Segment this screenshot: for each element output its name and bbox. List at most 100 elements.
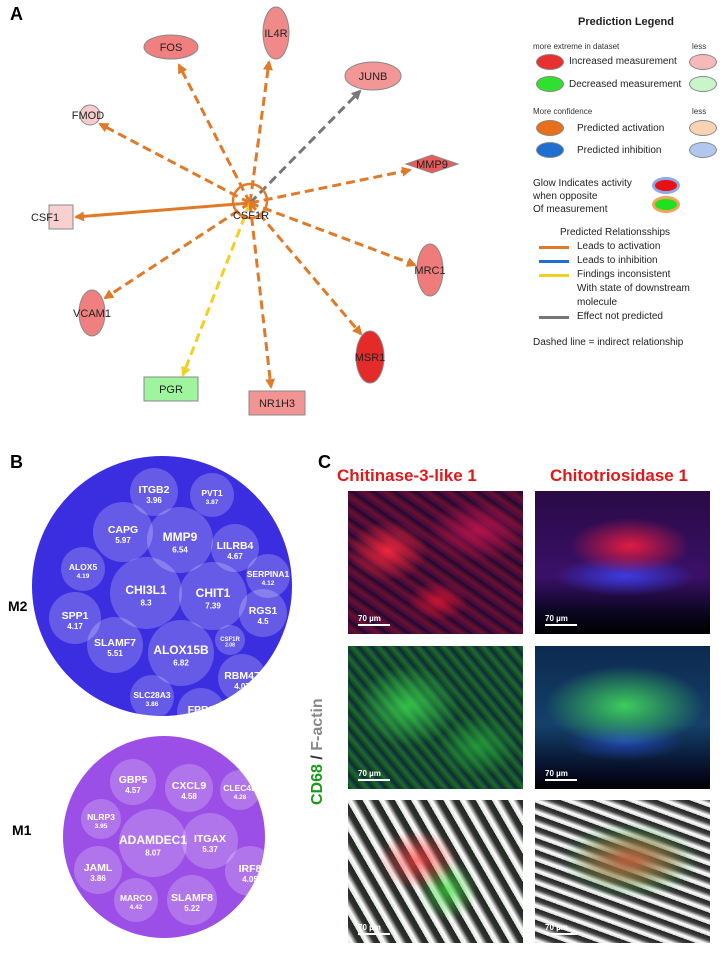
scale-1: 70 µm — [358, 614, 381, 623]
bubble-name-irf8: IRF8 — [239, 863, 262, 875]
edge-il4r — [248, 60, 273, 204]
bubble-name-clec4e: CLEC4E — [223, 783, 257, 793]
legend-glow-1: Glow Indicates activity — [533, 178, 632, 189]
image-chi3l1-cd68: 70 µm — [348, 646, 523, 789]
scale-4: 70 µm — [545, 769, 568, 778]
activation-line — [539, 246, 569, 249]
edge-mmp9 — [249, 166, 412, 205]
bubble-value-rbm47: 4.07 — [234, 682, 250, 691]
node-label-il4r: IL4R — [264, 28, 287, 40]
bubble-itgax — [182, 813, 238, 869]
node-label-junb: JUNB — [359, 71, 388, 83]
bubble-value-csf1r: 2.08 — [225, 643, 235, 649]
legend-effect-not-predicted: Effect not predicted — [577, 311, 663, 322]
bubble-value-cxcl9: 4.58 — [181, 792, 197, 801]
glow-green-swatch — [652, 196, 680, 213]
bubble-gbp5 — [110, 759, 156, 805]
node-label-fmod: FMOD — [72, 110, 104, 122]
bubble-value-slamf7: 5.51 — [107, 649, 123, 658]
node-pgr — [143, 376, 199, 402]
col-title-chitotriosidase: Chitotriosidase 1 — [550, 466, 688, 485]
bubble-name-itgax: ITGAX — [194, 833, 226, 845]
edge-fmod — [98, 122, 251, 205]
bubble-name-chit1: CHIT1 — [196, 586, 231, 600]
image-chi3l1-red: 70 µm — [348, 491, 523, 634]
increased-less-swatch — [689, 54, 717, 70]
col-title-chitinase: Chitinase-3-like 1 — [337, 466, 477, 485]
bubble-value-alox5: 4.19 — [77, 573, 90, 580]
bubble-value-lilrb4: 4.67 — [227, 552, 243, 561]
node-mmp9 — [404, 154, 460, 174]
bubble-irf8 — [225, 846, 275, 896]
bubble-itgb2 — [130, 468, 178, 516]
m1-circle — [63, 736, 265, 938]
bubble-capg — [93, 502, 153, 562]
bubble-clec4e — [220, 770, 260, 810]
bubble-name-marco: MARCO — [120, 893, 152, 903]
edge-junb — [248, 89, 362, 205]
bubble-name-alox5: ALOX5 — [69, 562, 98, 572]
bubble-value-chit1: 7.39 — [205, 601, 221, 610]
legend-decreased: Decreased measurement — [569, 79, 682, 90]
legend-title: Prediction Legend — [578, 16, 674, 28]
bubble-value-rgs1: 4.5 — [257, 617, 269, 626]
bubble-name-rgs1: RGS1 — [249, 605, 278, 617]
bubble-value-fpr3: 3.81 — [193, 716, 209, 725]
bubble-mmp9 — [147, 507, 213, 573]
glow-red-swatch — [652, 177, 680, 194]
label-cd68: CD68 — [309, 764, 326, 805]
inhibition-swatch — [536, 142, 564, 158]
row-label-cd68-factin: CD68 / F-actin — [309, 698, 327, 805]
legend-findings-2: With state of downstream — [577, 283, 690, 294]
bubble-pvt1 — [190, 473, 234, 517]
bubble-value-adamdec1: 8.07 — [145, 848, 161, 857]
bubble-slamf7 — [87, 617, 143, 673]
bubble-value-marco: 4.42 — [130, 904, 143, 911]
bubble-value-serpina1: 4.12 — [262, 580, 275, 587]
node-label-msr1: MSR1 — [355, 352, 386, 364]
legend-glow-2: when opposite — [533, 191, 598, 202]
node-label-mrc1: MRC1 — [414, 265, 445, 277]
image-chit1-merge: 70 µm — [535, 800, 710, 943]
legend-more-extreme: more extreme in dataset — [533, 42, 620, 51]
bubble-name-adamdec1: ADAMDEC1 — [119, 833, 187, 847]
bubble-cxcl9 — [165, 764, 213, 812]
panel-label-a: A — [10, 4, 23, 24]
edge-vcam1 — [103, 201, 251, 300]
bubble-fpr3 — [177, 688, 225, 736]
node-label-pgr: PGR — [159, 384, 183, 396]
node-csf1 — [48, 204, 74, 230]
scale-3: 70 µm — [358, 769, 381, 778]
legend-leads-activation: Leads to activation — [577, 241, 661, 252]
network-diagram: FOSIL4RJUNBFMODMMP9CSF1MRC1VCAM1MSR1PGRN… — [31, 6, 460, 416]
decreased-less-swatch — [689, 76, 717, 92]
hub-node — [231, 182, 269, 220]
bubble-slamf8 — [167, 875, 217, 925]
bubble-value-gbp5: 4.57 — [125, 786, 141, 795]
bubble-name-slamf7: SLAMF7 — [94, 637, 136, 649]
bubble-name-nlrp3: NLRP3 — [87, 812, 115, 822]
edge-nr1h3 — [248, 202, 276, 389]
bubble-value-slamf8: 5.22 — [184, 904, 200, 913]
bubble-value-chi3l1: 8.3 — [140, 598, 152, 607]
bubble-value-nlrp3: 3.95 — [95, 823, 108, 830]
node-label-csf1: CSF1 — [31, 212, 59, 224]
legend-inhibition: Predicted inhibition — [577, 145, 662, 156]
node-msr1 — [355, 330, 385, 384]
bubble-name-lilrb4: LILRB4 — [217, 540, 254, 552]
bubble-value-capg: 5.97 — [115, 536, 131, 545]
legend-more-confidence: More confidence — [533, 107, 593, 116]
label-factin: F-actin — [309, 698, 326, 751]
inhibition-line — [539, 260, 569, 263]
bubble-value-clec4e: 4.28 — [234, 794, 247, 801]
legend-glow-3: Of measurement — [533, 204, 608, 215]
bubble-name-capg: CAPG — [108, 524, 138, 536]
bubble-name-slc28a3: SLC28A3 — [133, 690, 171, 700]
bubble-csf1r — [215, 625, 245, 655]
bubble-name-itgb2: ITGB2 — [139, 484, 170, 496]
bubble-lilrb4 — [211, 524, 259, 572]
node-mrc1 — [416, 243, 444, 297]
bubble-value-mmp9: 6.54 — [172, 545, 188, 554]
scale-5: 70 µm — [358, 923, 381, 932]
